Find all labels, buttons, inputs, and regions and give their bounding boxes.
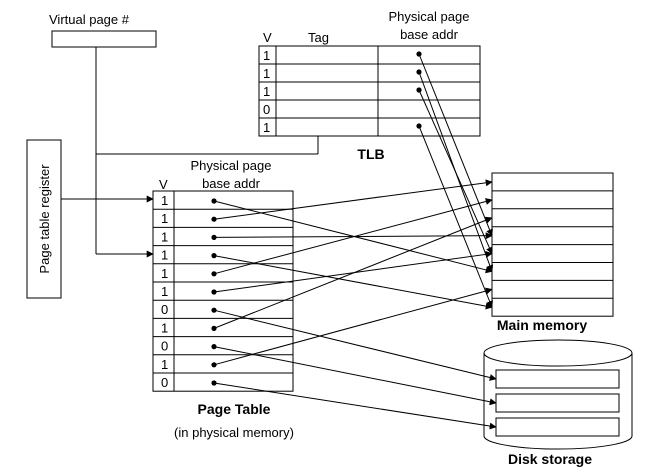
page-table-to-memory-arrow bbox=[213, 198, 493, 275]
page-table-phys-header-1: Physical page bbox=[191, 158, 272, 173]
mapping-arrows bbox=[213, 53, 497, 430]
tlb-to-memory-arrow bbox=[418, 125, 493, 308]
tlb-valid-bit: 1 bbox=[263, 120, 270, 135]
page-table-valid-bit: 1 bbox=[161, 229, 168, 244]
tlb-frame bbox=[258, 45, 481, 137]
page-table-to-memory-arrow bbox=[213, 255, 493, 310]
disk-cylinder-top bbox=[483, 339, 633, 367]
page-table-valid-bit: 1 bbox=[161, 266, 168, 281]
page-table-to-disk-arrow bbox=[213, 309, 497, 381]
page-table-phys-header-2: base addr bbox=[202, 176, 260, 191]
page-table-v-header: V bbox=[159, 177, 168, 192]
tlb-phys-header-1: Physical page bbox=[389, 9, 470, 24]
tlb-valid-bit: 0 bbox=[263, 102, 270, 117]
page-table-valid-bit: 0 bbox=[161, 339, 168, 354]
page-table-to-memory-arrow bbox=[213, 287, 493, 366]
page-table-valid-bit: 1 bbox=[161, 211, 168, 226]
tlb-table: 1 1 1 0 1 bbox=[258, 45, 481, 137]
tlb-valid-bit: 1 bbox=[263, 66, 270, 81]
page-table-register-box bbox=[26, 139, 62, 299]
tlb-tag-header: Tag bbox=[308, 30, 329, 45]
tlb-to-memory-arrow bbox=[418, 89, 493, 255]
disk-slot bbox=[495, 393, 620, 413]
main-memory bbox=[491, 172, 614, 317]
page-table-valid-bit: 1 bbox=[161, 248, 168, 263]
tlb-title: TLB bbox=[357, 146, 384, 162]
tlb-to-memory-arrow bbox=[418, 53, 493, 237]
disk-slot bbox=[495, 417, 620, 437]
page-table-title: Page Table bbox=[198, 401, 271, 417]
virtual-page-label: Virtual page # bbox=[49, 12, 130, 27]
page-table-to-memory-arrow bbox=[213, 179, 493, 220]
disk-slot bbox=[495, 369, 620, 389]
disk-storage-label: Disk storage bbox=[508, 451, 592, 467]
page-table-to-memory-arrow bbox=[213, 216, 493, 329]
page-table-subtitle: (in physical memory) bbox=[174, 425, 294, 440]
tlb-valid-bit: 1 bbox=[263, 84, 270, 99]
tlb-phys-header-2: base addr bbox=[400, 27, 458, 42]
page-table-valid-bit: 1 bbox=[161, 357, 168, 372]
page-table-valid-bit: 0 bbox=[161, 302, 168, 317]
page-table-valid-bit: 1 bbox=[161, 193, 168, 208]
virtual-page-box bbox=[51, 30, 157, 48]
tlb-v-header: V bbox=[263, 30, 272, 45]
disk-storage bbox=[483, 339, 633, 450]
page-table-valid-bit: 1 bbox=[161, 320, 168, 335]
main-memory-label: Main memory bbox=[497, 317, 587, 333]
tlb-valid-bit: 1 bbox=[263, 48, 270, 63]
page-table-register-label: Page table register bbox=[37, 164, 52, 274]
page-table-to-disk-arrow bbox=[213, 382, 497, 430]
page-table-to-disk-arrow bbox=[213, 346, 497, 406]
page-table-valid-bit: 0 bbox=[161, 375, 168, 390]
page-table-valid-bit: 1 bbox=[161, 284, 168, 299]
